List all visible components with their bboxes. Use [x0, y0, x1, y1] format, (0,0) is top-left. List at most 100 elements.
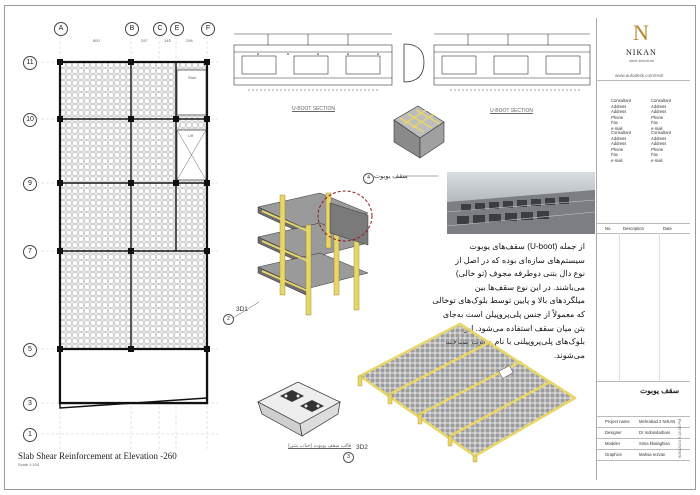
callout-4-label: سقف یوبوت: [374, 173, 408, 180]
callout-4-marker: 4: [363, 173, 374, 184]
description-text: از جمله (U-boot) سقف‌های یوبوت سیستم‌های…: [395, 240, 585, 362]
tb-divider-2: [597, 223, 690, 224]
rev-table-col-lines: [619, 233, 620, 381]
u-boot-section-left-label: U-BOOT SECTION: [292, 106, 335, 112]
print-date: 9/30/2024 6:18:38 PM: [677, 418, 682, 458]
tb-divider-5: [597, 416, 690, 417]
grid-row-5: 5: [23, 343, 37, 357]
plan-scale: Scale 1:100: [18, 462, 40, 467]
u-boot-section-right: [433, 33, 591, 91]
sheet-title: سقف یوبوت: [640, 386, 679, 395]
website: www.autodesk.com/revit: [615, 73, 664, 78]
description-line-7: بتن میان سقف استفاده می‌شود. این: [462, 323, 585, 333]
tb-divider-1: [597, 80, 690, 81]
grid-row-3: 3: [23, 397, 37, 411]
callout-2-marker: 2: [223, 314, 234, 325]
description-line-6: که معمولاً از جنس پلی‌پروپیلن است به‌جای: [442, 309, 585, 319]
callout-3-label: 3D2: [356, 444, 368, 451]
rev-header-description: Description: [623, 226, 644, 231]
consultant-1-l4: Phone: [611, 114, 624, 120]
u-boot-mold-3d: [257, 381, 341, 437]
consultant-block-2: Consultant Address Address Phone Fax e-m…: [651, 98, 671, 132]
logo-name: NIKAN: [626, 48, 657, 57]
grid-col-a: A: [54, 22, 68, 36]
building-3d1: [257, 192, 369, 316]
slab-3d2: [357, 322, 577, 463]
consultant-3-l1: Consultant: [611, 130, 632, 135]
consultant-4-l2: Address: [651, 135, 667, 141]
consultant-block-4: Consultant Address Address Phone Fax e-m…: [651, 130, 671, 164]
grid-col-f: F: [201, 22, 215, 36]
consultant-2-l3: Address: [651, 109, 667, 115]
callout-2-leader: [233, 301, 260, 319]
callout-3-marker: 3: [343, 452, 354, 463]
description-line-8: بلوک‌های پلی‌پروپیلنی با نام یوبوت شناخت…: [445, 337, 585, 347]
room-stair-label: Stair: [188, 75, 197, 80]
tb-divider-6: [597, 427, 690, 428]
u-boot-section-left: [233, 33, 393, 91]
grid-col-b: B: [125, 22, 139, 36]
consultant-1-l6: e-mail: [611, 125, 623, 131]
tb-divider-3: [597, 233, 690, 234]
rev-table-col-lines-2: [659, 233, 660, 381]
field-designer-label: Designer: [605, 430, 622, 435]
grid-row-9: 9: [23, 177, 37, 191]
consultant-4-l1: Consultant: [651, 130, 672, 135]
connector-bracket: [403, 43, 425, 83]
consultant-1-l5: Fax: [611, 120, 618, 126]
slab-detail-3d: [393, 105, 445, 159]
description-line-3: نوع دال بتنی دوطرفه مجوف (تو خالی): [455, 269, 585, 279]
tb-divider-4: [597, 381, 690, 382]
u-boot-section-right-label: U-BOOT SECTION: [490, 108, 533, 114]
callout-4-leader: [400, 175, 438, 177]
tb-divider-7: [597, 438, 690, 439]
consultant-3-l5: Fax: [611, 152, 618, 158]
plan-drawing: [36, 36, 218, 450]
description-line-1: از جمله (U-boot) سقف‌های یوبوت: [469, 242, 585, 251]
description-line-5: میلگردهای بالا و پایین توسط بلوک‌های توخ…: [432, 296, 585, 306]
consultant-4-l5: Fax: [651, 152, 658, 158]
grid-row-7: 7: [23, 245, 37, 259]
u-boot-site-photo: [447, 172, 595, 234]
dim-ce: 145: [164, 38, 171, 43]
floor-plan: A B C E F 800 297 145 296 11 10 9 7 5 3 …: [18, 20, 233, 460]
consultant-2-l4: Phone: [651, 114, 664, 120]
consultant-block-3: Consultant Address Address Phone Fax e-m…: [611, 130, 631, 164]
consultant-3-l3: Address: [611, 141, 627, 147]
consultant-1-l2: Address: [611, 103, 627, 109]
consultant-2-l5: Fax: [651, 120, 658, 126]
consultant-3-l2: Address: [611, 135, 627, 141]
consultant-3-l6: e-mail: [611, 157, 623, 163]
consultant-1-l1: Consultant: [611, 98, 632, 103]
consultant-2-l6: e-mail: [651, 125, 663, 131]
grid-row-11: 11: [23, 56, 37, 70]
dim-bc: 297: [141, 38, 148, 43]
consultant-2-l1: Consultant: [651, 98, 672, 103]
field-modeler-label: Modeler: [605, 441, 621, 446]
callout-2-label: 3D1: [236, 306, 248, 313]
highlight-circle: [317, 190, 373, 242]
dim-ab: 800: [93, 38, 100, 43]
field-modeler-value: Sima khalaghian: [639, 441, 670, 446]
field-graphics-value: Mahsa rezvan: [639, 452, 666, 457]
rev-header-date: Date: [663, 226, 672, 231]
field-graphics-label: Graphics: [605, 452, 622, 457]
title-block: N NIKAN steel structure www.autodesk.com…: [596, 18, 690, 480]
field-project-label: Project name: [605, 419, 630, 424]
mold-caption: قالب سقف یوبوت (حباب بتنی): [288, 443, 352, 449]
description-line-2: سیستم‌های سازه‌ای بوده که در اصل از: [455, 255, 585, 265]
consultant-2-l2: Address: [651, 103, 667, 109]
description-line-4: می‌باشند. در این نوع سقف‌ها بین: [474, 282, 585, 292]
tb-divider-9: [597, 460, 690, 461]
grid-col-c: C: [153, 22, 167, 36]
consultant-3-l4: Phone: [611, 146, 624, 152]
grid-row-1: 1: [23, 428, 37, 442]
description-line-9: می‌شوند.: [553, 350, 585, 360]
plan-title: Slab Shear Reinforcement at Elevation -2…: [18, 451, 177, 461]
consultant-4-l6: e-mail: [651, 157, 663, 163]
field-designer-value: Dr mobindarbani: [639, 430, 670, 435]
tb-divider-8: [597, 449, 690, 450]
dim-ef: 296: [186, 38, 193, 43]
drawing-sheet: [4, 5, 696, 490]
consultant-4-l3: Address: [651, 141, 667, 147]
